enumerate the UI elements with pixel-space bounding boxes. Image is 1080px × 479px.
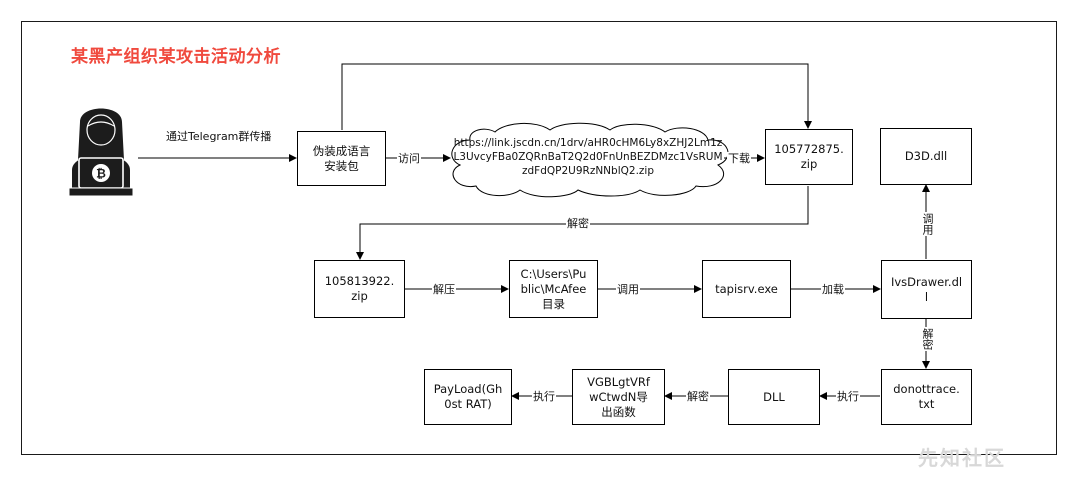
tapisrv-node: tapisrv.exe <box>702 260 791 318</box>
edge-label-telegram: 通过Telegram群传播 <box>165 130 273 143</box>
edge-label-execute1: 执行 <box>836 390 860 403</box>
edge-label-decrypt1: 解密 <box>566 217 590 230</box>
zip2-node: 105813922. zip <box>314 260 405 318</box>
fake-installer-node: 伪装成语言 安装包 <box>297 131 386 186</box>
hacker-bitcoin-icon: ₿ <box>68 108 134 197</box>
watermark: 先知社区 <box>918 446 1006 470</box>
edge-label-visit: 访问 <box>397 152 421 165</box>
mcafee-dir-node: C:\Users\Pu blic\McAfee 目录 <box>509 260 598 318</box>
ivsdrawer-node: IvsDrawer.dl l <box>881 260 972 319</box>
donottrace-node: donottrace. txt <box>881 369 972 425</box>
export-func-node: VGBLgtVRf wCtwdN导 出函数 <box>572 369 665 425</box>
payload-node: PayLoad(Gh 0st RAT) <box>424 369 512 425</box>
edge-label-execute2: 执行 <box>532 390 556 403</box>
cloud-url-text: https://link.jscdn.cn/1drv/aHR0cHM6Ly8xZ… <box>453 137 723 177</box>
edge-label-decrypt3: 解密 <box>686 390 710 403</box>
zip1-node: 105772875. zip <box>765 129 853 185</box>
svg-text:₿: ₿ <box>96 167 106 181</box>
cloud-shape <box>451 122 729 198</box>
d3d-dll-node: D3D.dll <box>880 128 972 185</box>
edge-label-decrypt2: 解密 <box>919 327 935 351</box>
edge-label-unzip: 解压 <box>432 283 456 296</box>
edge-label-load: 加载 <box>821 283 845 296</box>
diagram-frame <box>21 21 1057 455</box>
edge-label-invoke2: 调用 <box>919 212 935 236</box>
diagram-title: 某黑产组织某攻击活动分析 <box>71 47 281 67</box>
dll-node: DLL <box>728 369 820 425</box>
edge-label-invoke1: 调用 <box>616 283 640 296</box>
edge-label-download: 下载 <box>727 152 751 165</box>
